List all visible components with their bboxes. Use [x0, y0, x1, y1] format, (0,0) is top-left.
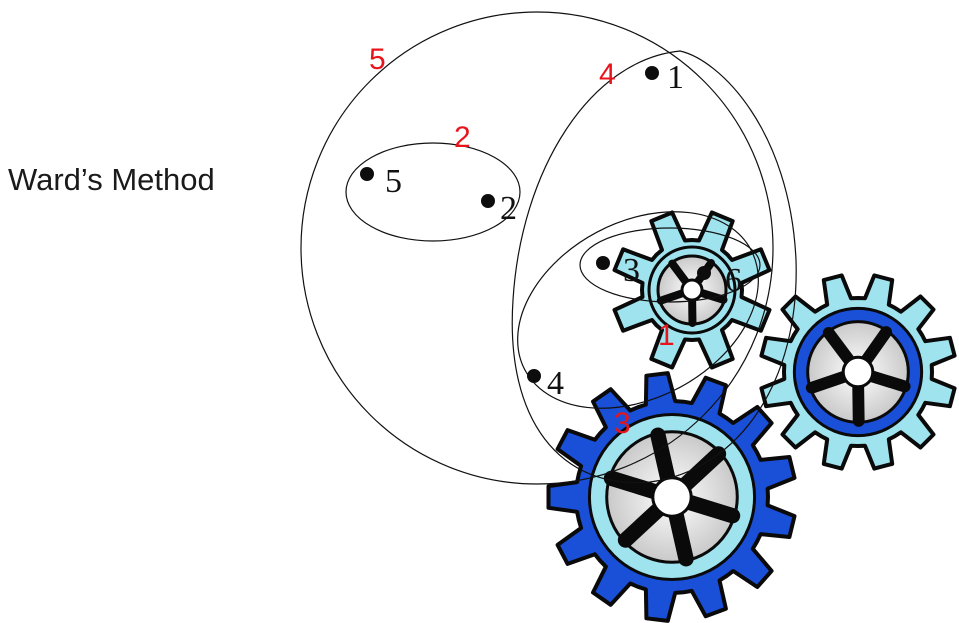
data-point-1: [645, 66, 659, 80]
gear-small-icon: [612, 210, 772, 370]
merge-label-4: 4: [599, 58, 616, 91]
point-label-3: 3: [623, 252, 640, 289]
point-label-6: 6: [725, 262, 742, 299]
point-label-1: 1: [667, 59, 684, 96]
diagram-title: Ward’s Method: [8, 162, 215, 197]
point-label-2: 2: [500, 190, 517, 227]
merge-label-5: 5: [369, 43, 386, 76]
cluster-outline-1: [579, 227, 761, 303]
data-point-2: [481, 194, 495, 208]
point-label-4: 4: [547, 365, 564, 402]
gear-large-icon: [546, 371, 797, 623]
cluster-outline-2: [345, 142, 521, 242]
merge-label-1: 1: [658, 319, 675, 352]
data-point-6: [697, 266, 711, 280]
data-point-3: [596, 256, 610, 270]
data-point-4: [527, 369, 541, 383]
gear-medium-icon: [759, 273, 957, 471]
cluster-outline-4: [511, 50, 797, 484]
cluster-outline-5: [300, 11, 774, 485]
data-point-5: [360, 167, 374, 181]
merge-label-3: 3: [614, 407, 631, 440]
point-label-5: 5: [385, 163, 402, 200]
cluster-outline-3: [517, 211, 759, 409]
merge-label-2: 2: [454, 121, 471, 154]
